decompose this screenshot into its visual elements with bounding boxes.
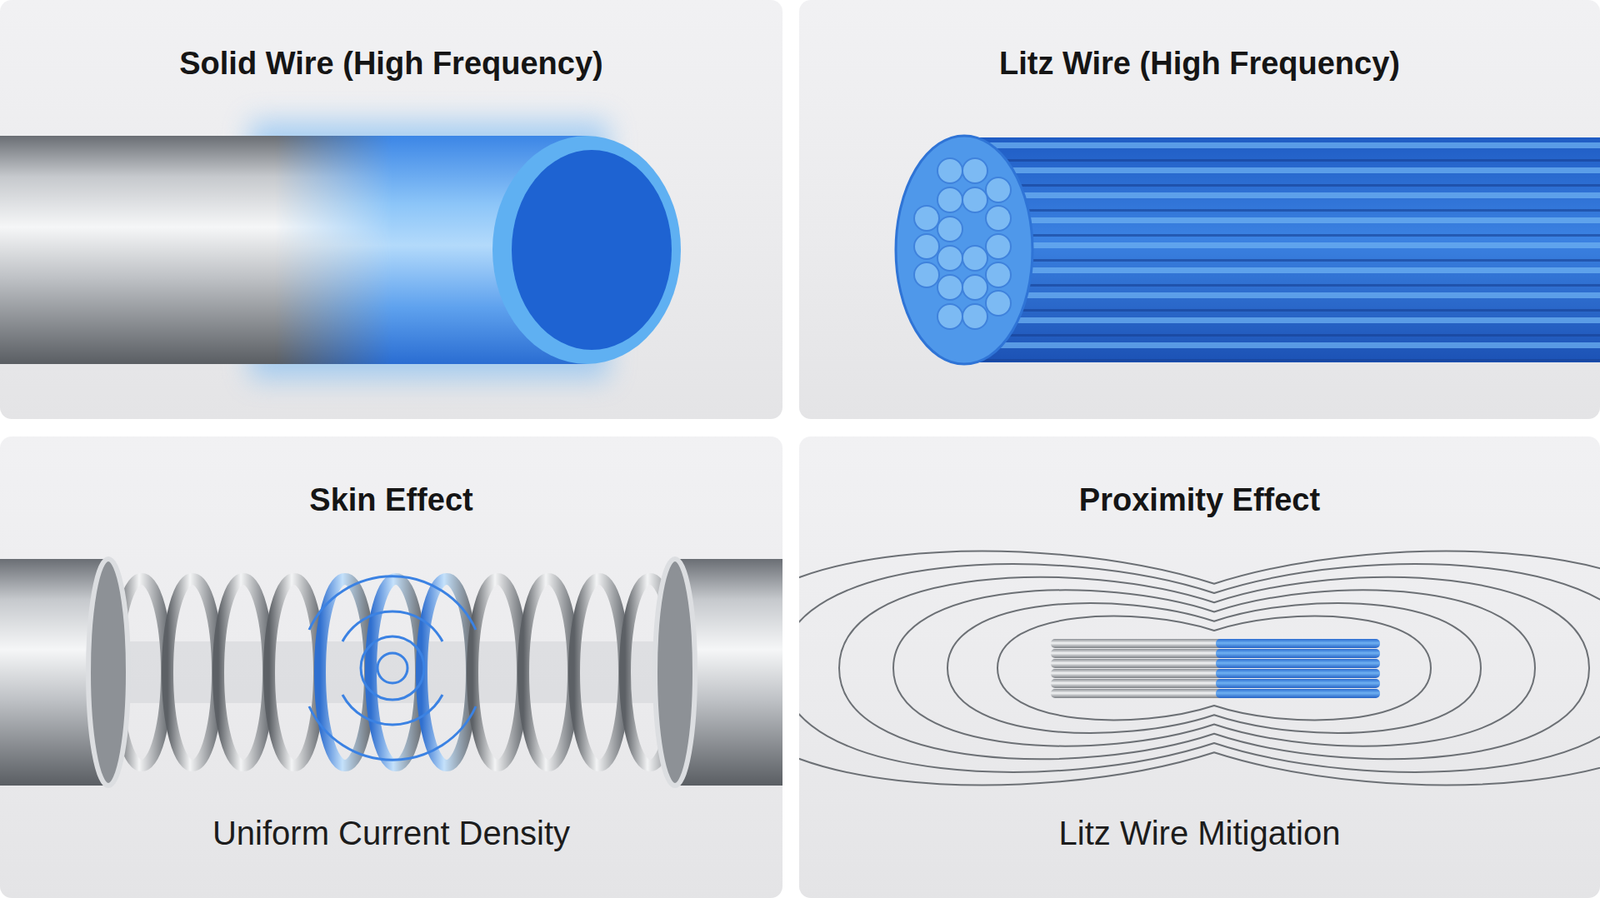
panel-title: Solid Wire (High Frequency) (179, 43, 603, 84)
panel-title: Litz Wire (High Frequency) (999, 43, 1400, 84)
spring-coil (574, 579, 625, 766)
tube-left-opening (88, 559, 129, 786)
spring-coil (167, 579, 218, 766)
current-rings (309, 576, 476, 760)
solid-wire-panel: Solid Wire (High Frequency) (0, 0, 783, 420)
field-lines (799, 551, 1600, 786)
tube-core-shadow (108, 641, 675, 704)
skin-effect-figure (0, 559, 783, 786)
proximity-effect-panel: Proximity EffectLitz Wire Mitigation (799, 436, 1600, 898)
spring-coil (218, 579, 269, 766)
panel-title: Proximity Effect (1079, 480, 1320, 520)
spring-coil (625, 579, 675, 766)
wire-current-zone (0, 135, 587, 365)
current-glow (250, 120, 609, 380)
litz-end-cap (895, 135, 1033, 365)
skin-effect-panel: Skin EffectUniform Current Density (0, 436, 783, 898)
litz-bundle (1050, 639, 1380, 699)
wire-body (0, 135, 587, 365)
litz-wire-panel: Litz Wire (High Frequency) (799, 0, 1600, 420)
solid-wire-figure (0, 120, 681, 380)
spring-coil (269, 579, 320, 766)
litz-bundle-body (964, 137, 1600, 363)
spring-coil (320, 579, 370, 766)
litz-strand-lines (964, 137, 1600, 363)
spring-coil (370, 579, 421, 766)
tube-left (0, 559, 109, 786)
spring-coil (523, 579, 574, 766)
spring-coil (116, 579, 167, 766)
litz-wire-figure (895, 135, 1600, 365)
litz-strand-ends (914, 158, 1011, 330)
tube-right (675, 559, 783, 786)
panel-caption: Litz Wire Mitigation (1059, 813, 1341, 854)
wire-core (511, 150, 672, 350)
wire-skin-ring (492, 135, 681, 365)
tube-right-opening (655, 559, 695, 786)
spring-coil (472, 579, 523, 766)
spring-coil (421, 579, 472, 766)
panel-caption: Uniform Current Density (212, 813, 570, 854)
proximity-effect-figure (799, 551, 1600, 786)
panel-title: Skin Effect (309, 480, 473, 520)
